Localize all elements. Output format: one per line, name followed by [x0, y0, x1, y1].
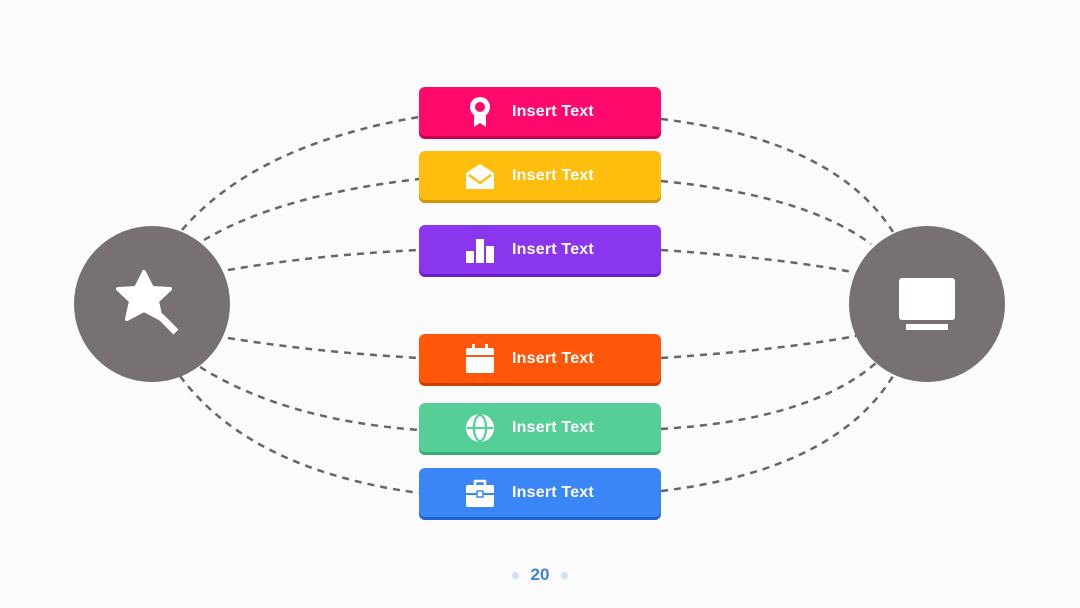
item-label: Insert Text: [512, 350, 594, 367]
monitor-icon: [899, 278, 955, 330]
connector-left-6: [178, 375, 420, 495]
connector-right-6: [660, 375, 895, 493]
item-4: Insert Text: [419, 334, 661, 383]
connector-left-3: [227, 248, 420, 272]
pager-dot-right: [561, 571, 569, 579]
connector-right-5: [660, 362, 877, 431]
page-indicator: 20: [500, 562, 580, 588]
item-1: Insert Text: [419, 87, 661, 136]
connector-left-4: [227, 336, 420, 360]
calendar-icon: [463, 344, 497, 374]
connector-left-2: [203, 177, 420, 242]
right-hub: [849, 226, 1005, 382]
envelope-open-icon: [463, 161, 497, 191]
pager-dot-left: [511, 571, 519, 579]
magic-wand-star-icon: [116, 270, 179, 335]
globe-icon: [463, 413, 497, 443]
connector-right-1: [660, 117, 895, 233]
left-hub: [74, 226, 230, 382]
item-2: Insert Text: [419, 151, 661, 200]
page-number: 20: [530, 565, 550, 584]
briefcase-icon: [463, 478, 497, 508]
bar-chart-icon: [463, 235, 497, 265]
connector-left-5: [199, 365, 420, 432]
item-3: Insert Text: [419, 225, 661, 274]
item-label: Insert Text: [512, 167, 594, 184]
connector-left-1: [181, 115, 420, 231]
connector-right-4: [660, 334, 857, 360]
item-6: Insert Text: [419, 468, 661, 517]
item-label: Insert Text: [512, 241, 594, 258]
connector-right-3: [660, 248, 853, 274]
item-5: Insert Text: [419, 403, 661, 452]
connector-right-2: [660, 179, 872, 246]
item-label: Insert Text: [512, 419, 594, 436]
award-ribbon-icon: [463, 97, 497, 127]
item-label: Insert Text: [512, 484, 594, 501]
item-label: Insert Text: [512, 103, 594, 120]
